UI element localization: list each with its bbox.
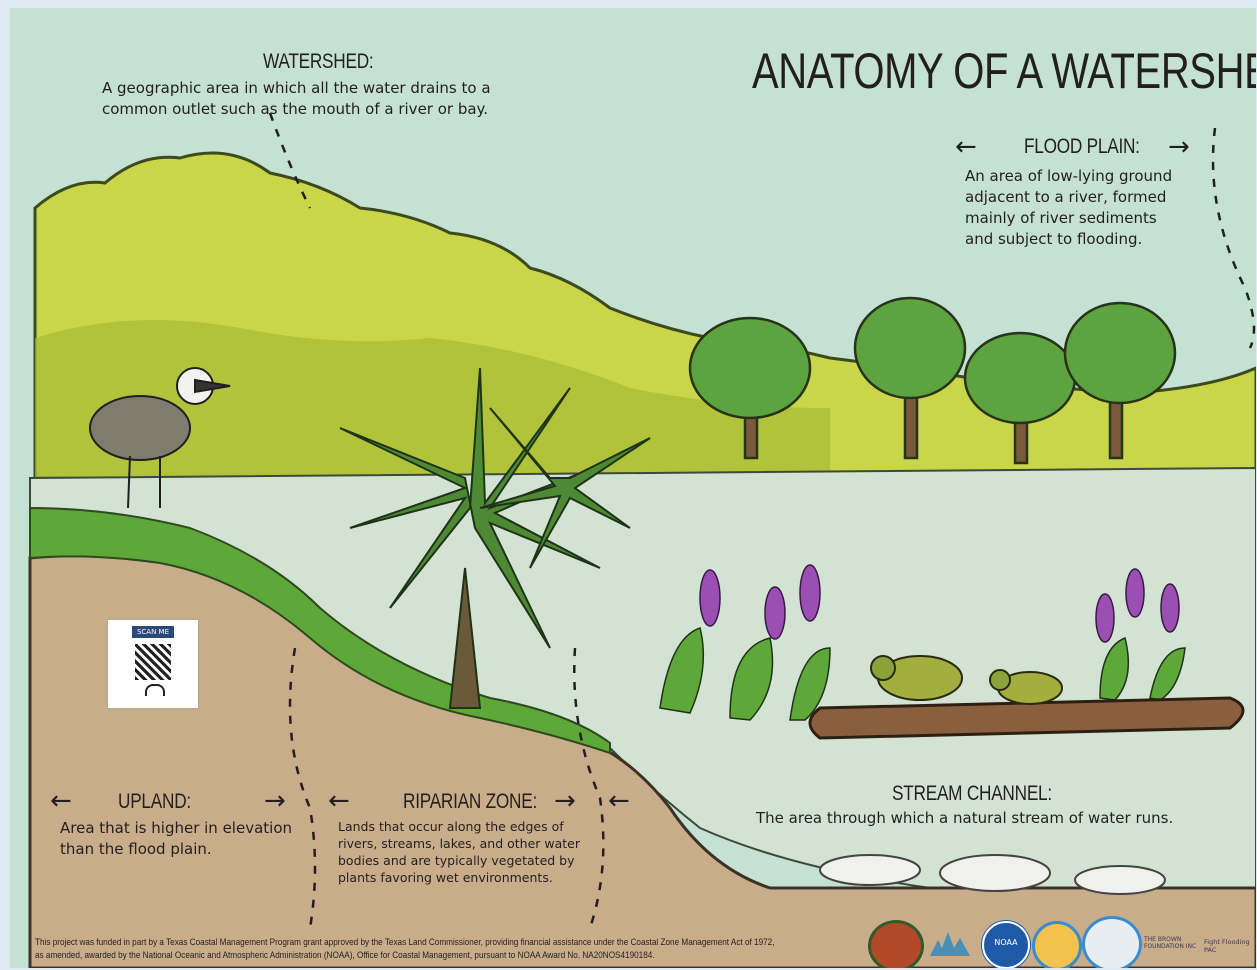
upland-text: Area that is higher in elevation than th…: [60, 818, 300, 860]
coastal-program-logo: [1032, 921, 1082, 968]
stream-channel-text: The area through which a natural stream …: [756, 808, 1206, 829]
funding-footer: This project was funded in part by a Tex…: [35, 936, 775, 962]
flood-plain-heading: FLOOD PLAIN:: [1024, 135, 1140, 159]
city-logo: [928, 926, 972, 964]
riparian-text: Lands that occur along the edges of rive…: [338, 818, 583, 886]
riparian-right-arrow: →: [554, 788, 576, 814]
fight-flooding-logo: Fight Flooding PAC: [1204, 938, 1256, 954]
riparian-heading: RIPARIAN ZONE:: [403, 790, 537, 814]
stream-channel-heading: STREAM CHANNEL:: [892, 782, 1052, 806]
upland-left-arrow: ←: [50, 788, 72, 814]
upland-heading: UPLAND:: [118, 790, 191, 814]
flood-plain-right-arrow: →: [1168, 134, 1190, 160]
watershed-text: A geographic area in which all the water…: [102, 78, 522, 120]
qr-pattern: [135, 644, 171, 680]
flood-plain-text: An area of low-lying ground adjacent to …: [965, 166, 1185, 250]
page-title: ANATOMY OF A WATERSHED: [752, 42, 1256, 100]
riparian-left-arrow: ←: [328, 788, 350, 814]
poster: ANATOMY OF A WATERSHED WATERSHED: A geog…: [10, 8, 1256, 968]
stream-channel-left-arrow: ←: [608, 788, 630, 814]
upland-right-arrow: →: [264, 788, 286, 814]
watershed-heading: WATERSHED:: [263, 50, 373, 74]
qr-label: SCAN ME: [132, 626, 174, 638]
headphones-icon: [145, 684, 165, 696]
project-seal-logo: [868, 920, 924, 968]
flood-plain-left-arrow: ←: [955, 134, 977, 160]
brown-foundation-logo: THE BROWN FOUNDATION INC: [1144, 936, 1208, 950]
qr-code[interactable]: SCAN ME: [108, 620, 198, 708]
noaa-logo: NOAA: [982, 921, 1030, 968]
galveston-bay-logo: [1082, 916, 1142, 968]
